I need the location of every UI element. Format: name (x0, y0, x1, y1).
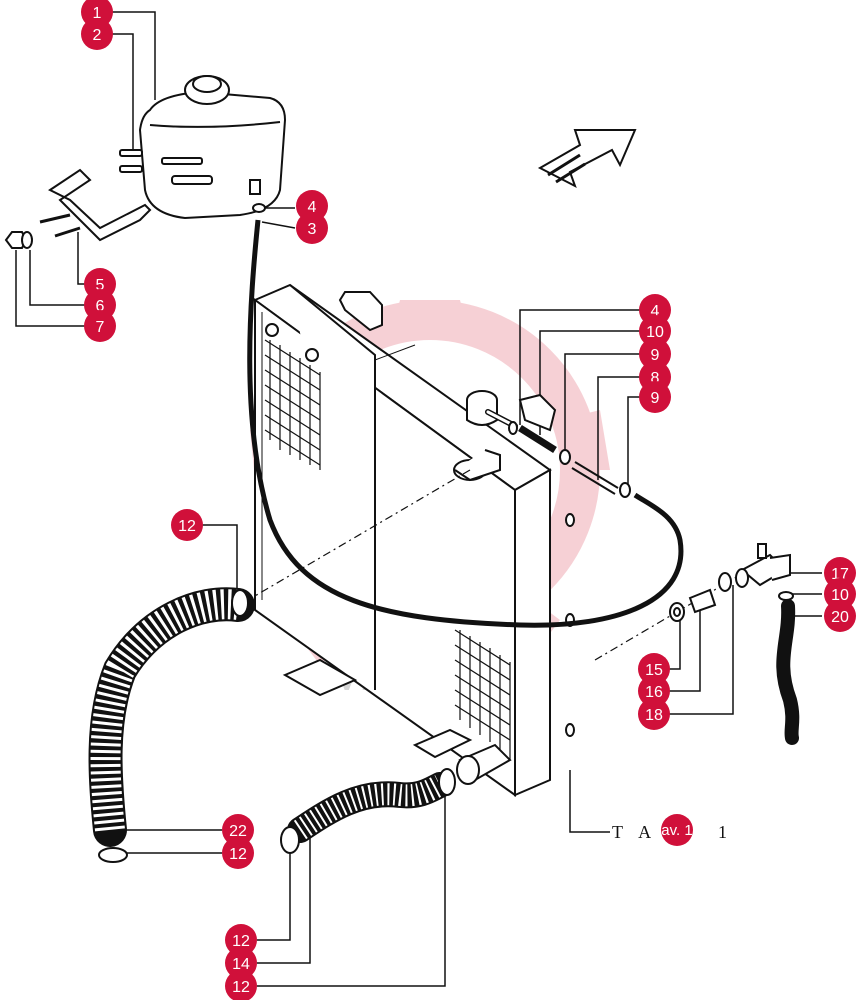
callout-12: 12 (171, 509, 203, 541)
callout-label: 20 (831, 609, 849, 626)
callout-label: 12 (229, 846, 247, 863)
callout-label: 12 (232, 933, 250, 950)
callout-label: 3 (308, 221, 317, 238)
callout-10: 10 (824, 578, 856, 610)
callout-label: 6 (96, 298, 105, 315)
callout-label: 18 (645, 707, 663, 724)
bottom-hose (280, 768, 456, 854)
callout-12: 12 (225, 970, 257, 1000)
reference-suffix: 1 (718, 822, 733, 842)
callout-label: 4 (308, 199, 317, 216)
guide-lines (247, 469, 741, 661)
overflow-hose (247, 219, 684, 628)
nut-washer (4, 231, 33, 249)
callout-label: 10 (646, 324, 664, 341)
callout-label: 5 (96, 277, 105, 294)
callout-label: 9 (651, 347, 660, 364)
callout-7: 7 (84, 310, 116, 342)
callout-label: 9 (651, 390, 660, 407)
callout-15: 15 (638, 653, 670, 685)
direction-arrow-icon (537, 129, 637, 189)
callout-label: 14 (232, 956, 250, 973)
callout-16: 16 (638, 675, 670, 707)
callout-22: 22 (222, 814, 254, 846)
callout-3: 3 (296, 212, 328, 244)
callout-20: 20 (824, 600, 856, 632)
table-reference: T A av. 1 1 (612, 814, 733, 846)
callout-12: 12 (225, 924, 257, 956)
expansion-tank (119, 75, 287, 220)
callout-label: 15 (645, 662, 663, 679)
callout-4: 4 (296, 190, 328, 222)
callout-14: 14 (225, 947, 257, 979)
callout-label: 12 (178, 518, 196, 535)
callout-9: 9 (639, 338, 671, 370)
reference-text: T A (612, 822, 657, 842)
callout-label: 8 (651, 370, 660, 387)
reference-badge: av. 1 (661, 822, 692, 839)
leader-lines (15, 11, 822, 987)
callout-label: 16 (645, 684, 663, 701)
callout-label: 22 (229, 823, 247, 840)
callouts: 1 2 3 4 5 6 7 4 10 9 8 9 12 17 10 20 15 … (81, 0, 856, 1000)
drain-hose (776, 599, 800, 745)
tank-bracket (39, 168, 152, 242)
callout-label: 12 (232, 979, 250, 996)
callout-12: 12 (222, 837, 254, 869)
callout-label: 2 (93, 27, 102, 44)
small-fittings (508, 421, 631, 498)
corrugated-hose (88, 587, 255, 863)
callout-label: 1 (93, 5, 102, 22)
callout-18: 18 (638, 698, 670, 730)
callout-label: 4 (651, 303, 660, 320)
drain-valve (669, 543, 794, 622)
callout-2: 2 (81, 18, 113, 50)
callout-10: 10 (639, 315, 671, 347)
radiator (252, 283, 575, 797)
callout-label: 7 (96, 319, 105, 336)
callout-label: 10 (831, 587, 849, 604)
callout-9: 9 (639, 381, 671, 413)
